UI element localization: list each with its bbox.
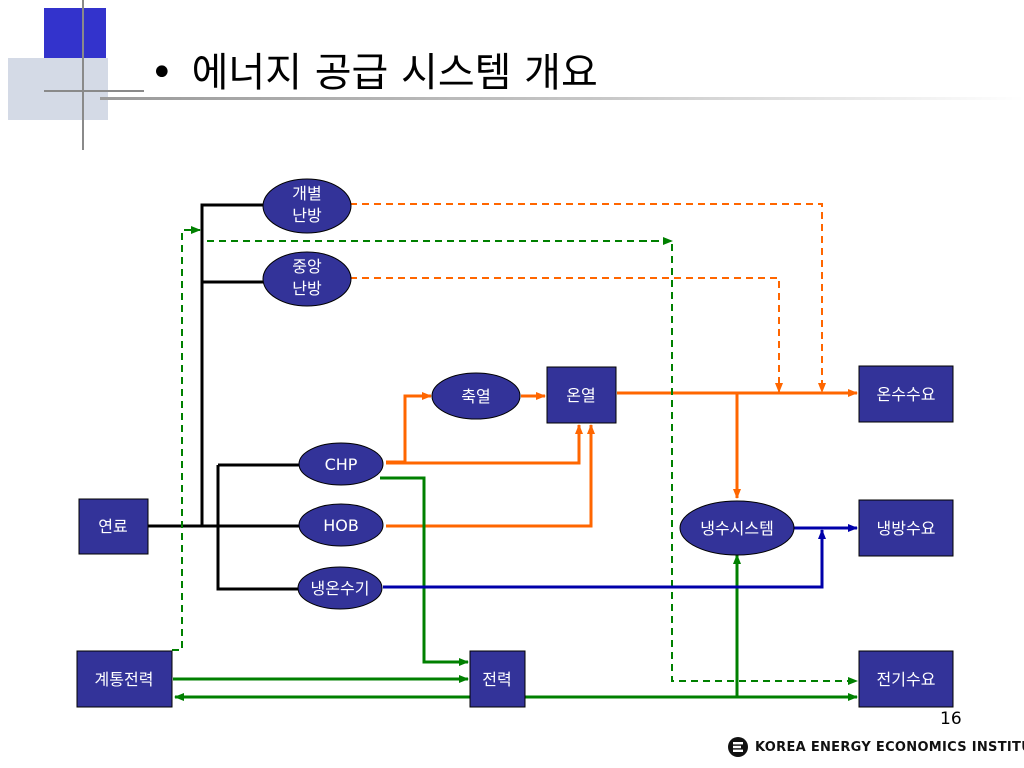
title-text: 에너지 공급 시스템 개요: [191, 50, 598, 96]
node-label: 온열: [566, 386, 595, 405]
node-cooling-system: 냉수시스템: [679, 500, 795, 556]
fuel-lines: [148, 203, 303, 591]
slide-title: • 에너지 공급 시스템 개요: [150, 40, 598, 98]
flow-chp-power: [380, 476, 469, 666]
node-label: 냉온수기: [311, 579, 370, 598]
flow-individual-hotwater: [350, 203, 826, 393]
flow-hob-heat: [386, 424, 595, 528]
cooling-flows: [383, 524, 858, 589]
node-label: HOB: [323, 516, 359, 535]
deco-vertical-line: [82, 0, 84, 150]
power-flows: [173, 476, 858, 701]
node-label: 냉방수요: [877, 519, 936, 538]
node-label-line1: 중앙: [292, 257, 322, 276]
node-central-heating: 중앙 난방: [262, 251, 352, 307]
flow-chp-storage: [386, 392, 432, 464]
node-label-line2: 난방: [292, 279, 322, 298]
node-hob: HOB: [298, 503, 384, 547]
flow-machine-demand: [383, 529, 826, 589]
institute-logo: KOREA ENERGY ECONOMICS INSTITUTE: [727, 736, 1024, 758]
node-fuel: 연료: [78, 498, 149, 555]
node-individual-heating: 개별 난방: [262, 178, 352, 234]
node-label: CHP: [325, 455, 358, 474]
fuel-line-trunk: [200, 203, 265, 526]
node-hot-water-heat: 온열: [546, 366, 617, 424]
kei-logo-icon: [728, 737, 748, 757]
logo-text: KOREA ENERGY ECONOMICS INSTITUTE: [755, 739, 1024, 755]
node-label: 연료: [98, 517, 127, 536]
flow-central-hotwater: [350, 277, 783, 393]
node-chp: CHP: [298, 442, 384, 486]
node-label: 계통전력: [95, 670, 154, 689]
node-heat-storage: 축열: [431, 372, 521, 420]
page-number: 16: [940, 709, 962, 729]
node-label: 전력: [482, 670, 511, 689]
deco-horizontal-line: [44, 90, 144, 92]
node-power: 전력: [469, 650, 526, 708]
deco-square-light: [8, 58, 108, 120]
node-cooling-demand: 냉방수요: [858, 499, 954, 557]
flow-grid-heating: [172, 226, 201, 651]
title-bullet: •: [150, 50, 174, 96]
title-underline: [100, 97, 1024, 100]
node-label-line2: 난방: [292, 206, 322, 225]
heating-dashed-flows: [350, 203, 826, 393]
node-label: 축열: [461, 387, 490, 406]
node-label: 전기수요: [877, 670, 936, 689]
fuel-line-branch: [216, 465, 298, 591]
heat-flows: [386, 389, 858, 528]
flow-chp-heat: [386, 424, 583, 465]
node-label: 온수수요: [877, 385, 936, 404]
node-label-line1: 개별: [292, 184, 321, 203]
node-hot-water-demand: 온수수요: [858, 365, 954, 423]
node-label: 냉수시스템: [700, 519, 774, 538]
power-dashed-flows: [172, 226, 858, 685]
flow-grid-electricity: [207, 240, 858, 685]
node-cold-hot-machine: 냉온수기: [297, 566, 383, 610]
node-grid-power: 계통전력: [76, 650, 173, 708]
node-electricity-demand: 전기수요: [858, 650, 954, 708]
